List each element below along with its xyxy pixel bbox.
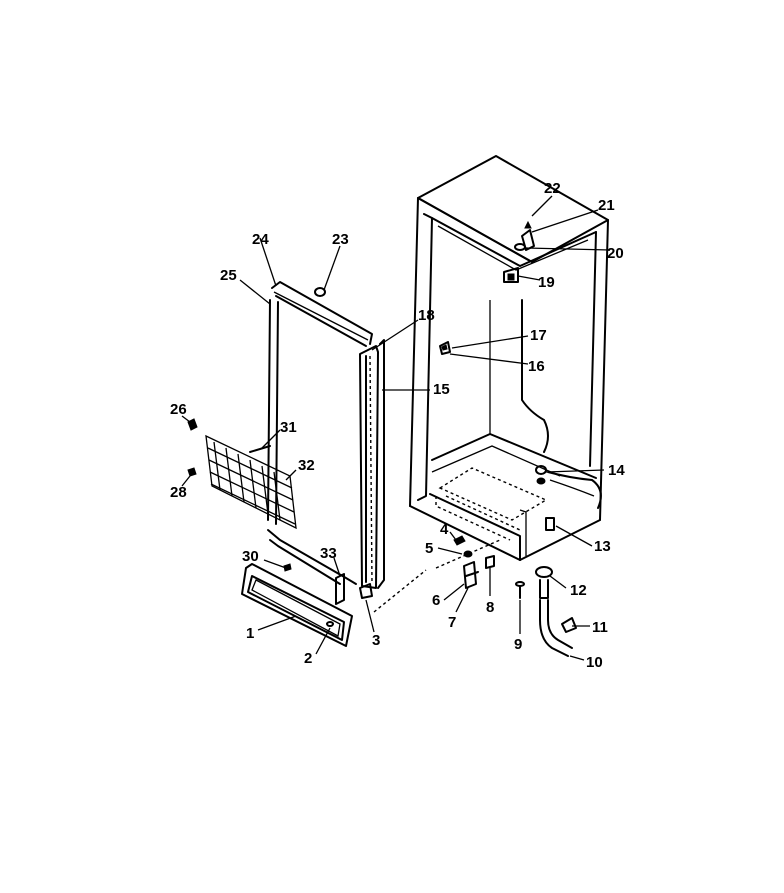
label-15: 15: [433, 381, 450, 398]
label-24: 24: [252, 231, 269, 248]
label-11: 11: [592, 619, 608, 636]
label-4: 4: [440, 521, 449, 538]
label-18: 18: [418, 307, 435, 324]
label-21: 21: [598, 197, 615, 214]
small-parts: [453, 535, 577, 657]
cabinet: [409, 155, 609, 561]
label-8: 8: [486, 599, 494, 616]
label-1: 1: [246, 625, 254, 642]
label-31: 31: [280, 419, 297, 436]
label-14: 14: [608, 462, 625, 479]
label-7: 7: [448, 614, 456, 631]
label-9: 9: [514, 636, 522, 653]
label-12: 12: [570, 582, 587, 599]
label-30: 30: [242, 548, 259, 565]
label-28: 28: [170, 484, 187, 501]
part-labels: 22 21 20 19 17 16 18 15 14 13 12 11 10 9…: [170, 180, 625, 671]
kick-plate: [241, 563, 353, 647]
label-25: 25: [220, 267, 237, 284]
label-16: 16: [528, 358, 545, 375]
label-22: 22: [544, 180, 561, 197]
label-33: 33: [320, 545, 337, 562]
door-assembly: [187, 281, 385, 605]
label-32: 32: [298, 457, 315, 474]
shelf-clip: [439, 341, 451, 355]
label-17: 17: [530, 327, 547, 344]
label-10: 10: [586, 654, 603, 671]
label-13: 13: [594, 538, 611, 555]
leader-lines: [181, 195, 611, 661]
label-23: 23: [332, 231, 349, 248]
label-3: 3: [372, 632, 380, 649]
label-5: 5: [425, 540, 433, 557]
label-26: 26: [170, 401, 187, 418]
label-2: 2: [304, 650, 312, 667]
label-19: 19: [538, 274, 555, 291]
label-20: 20: [607, 245, 624, 262]
label-6: 6: [432, 592, 440, 609]
top-hinge-parts: [503, 220, 535, 283]
